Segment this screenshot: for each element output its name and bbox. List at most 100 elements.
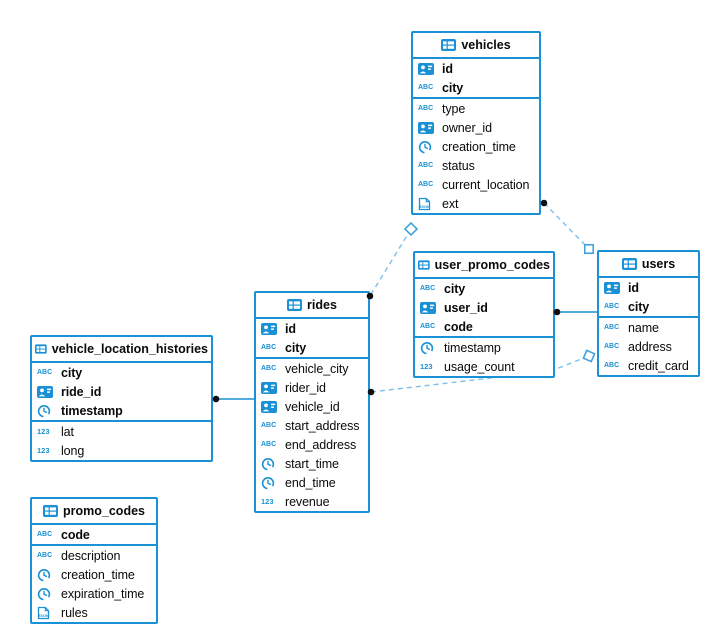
field-name: ride_id xyxy=(61,384,102,399)
field-name: code xyxy=(61,527,90,542)
field-row-ride_id[interactable]: ride_id xyxy=(32,382,211,401)
abc-text-icon: ABC xyxy=(420,323,436,330)
table-header[interactable]: promo_codes xyxy=(32,499,156,525)
field-name: city xyxy=(628,299,650,314)
table-title: vehicles xyxy=(461,38,511,52)
field-row-vehicle_id[interactable]: vehicle_id xyxy=(256,397,368,416)
table-icon xyxy=(43,505,59,517)
abc-text-icon: ABC xyxy=(604,362,620,369)
field-name: address xyxy=(628,339,672,354)
number-123-icon: 123 xyxy=(420,361,433,371)
field-row-lat[interactable]: 123 lat xyxy=(32,422,211,441)
clock-icon xyxy=(261,457,281,471)
field-row-address[interactable]: ABC address xyxy=(599,337,698,356)
field-name: start_address xyxy=(285,418,360,433)
field-name: creation_time xyxy=(61,567,135,582)
table-header[interactable]: vehicles xyxy=(413,33,539,59)
field-row-creation_time[interactable]: creation_time xyxy=(413,137,539,156)
field-name: expiration_time xyxy=(61,586,145,601)
field-name: rider_id xyxy=(285,380,326,395)
table-header[interactable]: rides xyxy=(256,293,368,319)
field-row-id[interactable]: id xyxy=(256,319,368,338)
field-row-id[interactable]: id xyxy=(413,59,539,78)
field-row-rider_id[interactable]: rider_id xyxy=(256,378,368,397)
field-row-timestamp[interactable]: timestamp xyxy=(415,338,553,357)
field-name: ext xyxy=(442,196,459,211)
number-123-icon: 123 xyxy=(261,496,274,506)
abc-text-icon: ABC xyxy=(418,105,434,112)
field-row-end_time[interactable]: end_time xyxy=(256,473,368,492)
table-title: user_promo_codes xyxy=(434,258,550,272)
table-title: rides xyxy=(307,298,337,312)
field-row-expiration_time[interactable]: expiration_time xyxy=(32,584,156,603)
relation-vehicles-rides[interactable] xyxy=(369,228,412,297)
field-row-id[interactable]: id xyxy=(599,278,698,297)
field-name: owner_id xyxy=(442,120,492,135)
table-icon xyxy=(35,343,47,355)
field-name: end_address xyxy=(285,437,357,452)
table-icon xyxy=(287,299,303,311)
table-icon xyxy=(441,39,457,51)
field-name: city xyxy=(444,281,466,296)
field-name: user_id xyxy=(444,300,488,315)
person-id-icon xyxy=(418,62,438,75)
table-header[interactable]: vehicle_location_histories xyxy=(32,337,211,363)
abc-text-icon: ABC xyxy=(261,344,277,351)
abc-text-icon: ABC xyxy=(418,162,434,169)
field-row-owner_id[interactable]: owner_id xyxy=(413,118,539,137)
field-row-start_time[interactable]: start_time xyxy=(256,454,368,473)
field-row-user_id[interactable]: user_id xyxy=(415,298,553,317)
field-name: rules xyxy=(61,605,88,620)
relation-vehicles-users[interactable] xyxy=(543,202,590,250)
abc-text-icon: ABC xyxy=(37,552,53,559)
field-name: timestamp xyxy=(444,340,501,355)
field-name: timestamp xyxy=(61,403,123,418)
number-123-icon: 123 xyxy=(37,426,50,436)
field-row-timestamp[interactable]: timestamp xyxy=(32,401,211,420)
abc-text-icon: ABC xyxy=(604,343,620,350)
field-row-creation_time[interactable]: creation_time xyxy=(32,565,156,584)
table-header[interactable]: users xyxy=(599,252,698,278)
field-name: current_location xyxy=(442,177,530,192)
field-name: lat xyxy=(61,424,74,439)
abc-text-icon: ABC xyxy=(604,324,620,331)
field-name: start_time xyxy=(285,456,339,471)
table-header[interactable]: user_promo_codes xyxy=(415,253,553,279)
clock-icon xyxy=(37,568,57,582)
